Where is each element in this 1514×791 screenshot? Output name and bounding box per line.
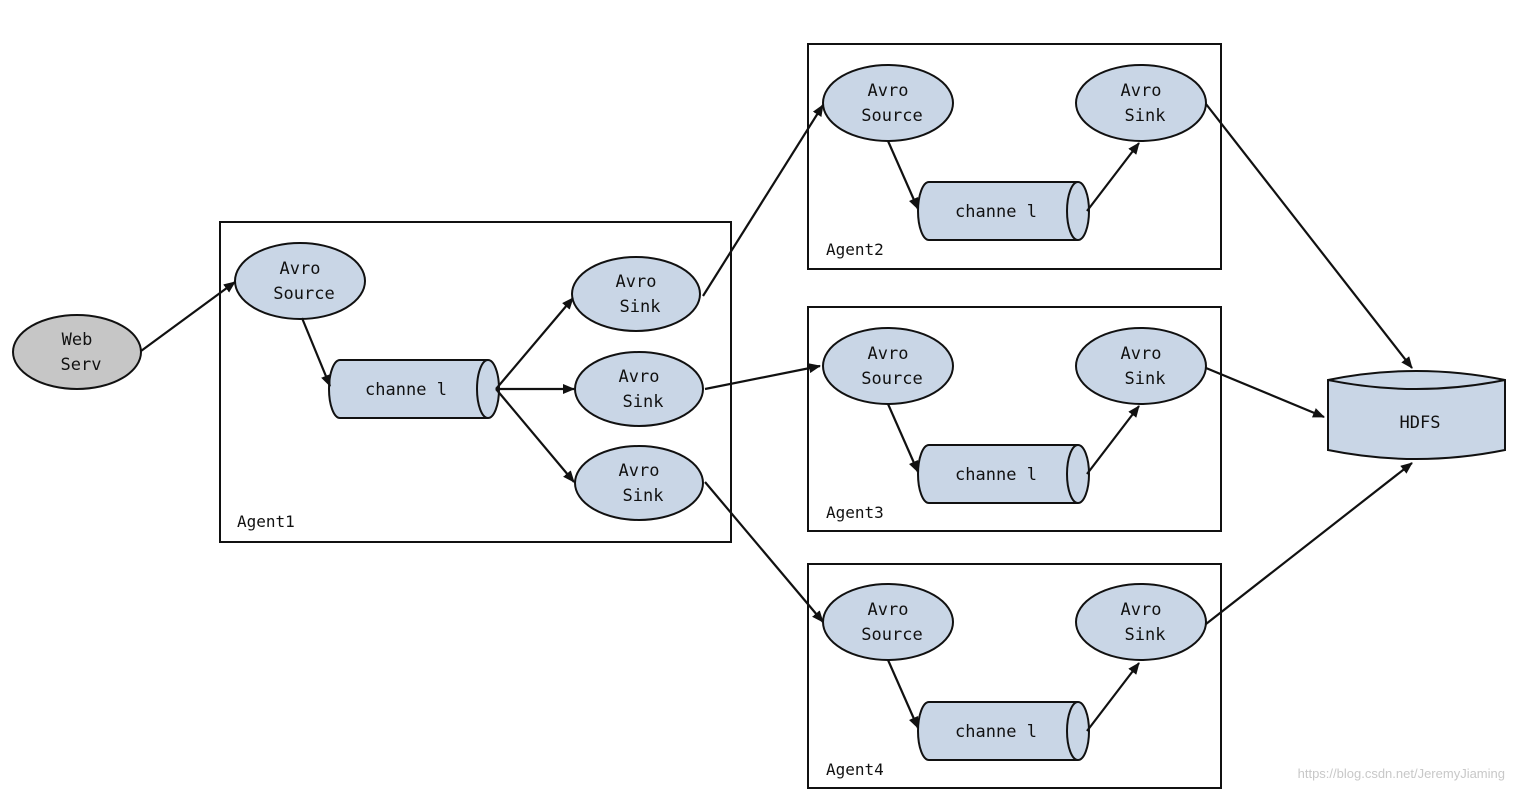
agent1-source-line1: Avro [280, 259, 321, 279]
agent2-channel-label: channe l [955, 202, 1037, 222]
edge-agent3-source-to-channel [886, 403, 920, 473]
agent1-box [219, 221, 732, 543]
agent2-source-line1: Avro [868, 81, 909, 101]
agent4-sink-line2: Sink [1125, 625, 1166, 645]
agent1-avro-sink-3 [574, 445, 704, 521]
hdfs-label: HDFS [1400, 413, 1441, 433]
web-server-node [12, 314, 142, 390]
agent1-sink1-line2: Sink [620, 297, 661, 317]
edge-web-to-agent1-source [140, 281, 236, 352]
agent2-label: Agent2 [826, 240, 884, 259]
agent4-source-line1: Avro [868, 600, 909, 620]
edge-agent1-sink3-to-agent4-source [704, 481, 824, 623]
agent3-box [807, 306, 1222, 532]
agent1-channel-label: channe l [365, 380, 447, 400]
agent1-sink3-line2: Sink [623, 486, 664, 506]
edge-agent4-sink-to-hdfs [1205, 462, 1413, 625]
agent2-box [807, 43, 1222, 270]
agent4-avro-source [822, 583, 954, 661]
agent1-label: Agent1 [237, 512, 295, 531]
agent2-avro-sink [1075, 64, 1207, 142]
edge-agent1-sink2-to-agent3-source [704, 363, 821, 391]
agent2-avro-source [822, 64, 954, 142]
agent4-channel [917, 701, 1090, 761]
agent1-sink2-line2: Sink [623, 392, 664, 412]
agent1-avro-source [234, 242, 366, 320]
agent3-avro-sink [1075, 327, 1207, 405]
edge-agent2-sink-to-hdfs [1205, 103, 1413, 369]
agent1-avro-sink-2 [574, 351, 704, 427]
web-server-label-line2: Serv [61, 355, 102, 375]
agent4-source-line2: Source [861, 625, 922, 645]
agent4-sink-line1: Avro [1121, 600, 1162, 620]
watermark-text: https://blog.csdn.net/JeremyJiaming [1298, 766, 1505, 781]
agent3-source-line1: Avro [868, 344, 909, 364]
agent2-channel [917, 181, 1090, 241]
agent3-channel [917, 444, 1090, 504]
edge-agent1-source-to-channel [300, 317, 332, 387]
agent1-channel [328, 359, 500, 419]
agent3-label: Agent3 [826, 503, 884, 522]
agent3-sink-line2: Sink [1125, 369, 1166, 389]
agent2-sink-line1: Avro [1121, 81, 1162, 101]
edge-agent1-sink1-to-agent2-source [702, 104, 824, 297]
edge-agent2-channel-to-sink [1086, 142, 1140, 212]
agent1-source-line2: Source [273, 284, 334, 304]
edge-agent2-source-to-channel [886, 140, 920, 210]
agent4-box [807, 563, 1222, 789]
agent3-channel-label: channe l [955, 465, 1037, 485]
agent1-sink3-line1: Avro [619, 461, 660, 481]
edge-agent4-source-to-channel [886, 659, 920, 729]
edge-agent4-channel-to-sink [1086, 662, 1140, 732]
edge-agent1-channel-to-sink3 [495, 388, 575, 483]
edge-agent1-channel-to-sink1 [495, 297, 574, 390]
agent1-sink1-line1: Avro [616, 272, 657, 292]
web-server-label-line1: Web [62, 330, 93, 350]
edge-agent3-channel-to-sink [1086, 405, 1140, 475]
hdfs-store [1327, 370, 1506, 460]
agent3-source-line2: Source [861, 369, 922, 389]
agent4-channel-label: channe l [955, 722, 1037, 742]
agent1-avro-sink-1 [571, 256, 701, 332]
agent3-avro-source [822, 327, 954, 405]
agent3-sink-line1: Avro [1121, 344, 1162, 364]
edge-agent3-sink-to-hdfs [1205, 366, 1325, 419]
agent2-sink-line2: Sink [1125, 106, 1166, 126]
agent2-source-line2: Source [861, 106, 922, 126]
agent4-label: Agent4 [826, 760, 884, 779]
agent1-sink2-line1: Avro [619, 367, 660, 387]
agent4-avro-sink [1075, 583, 1207, 661]
